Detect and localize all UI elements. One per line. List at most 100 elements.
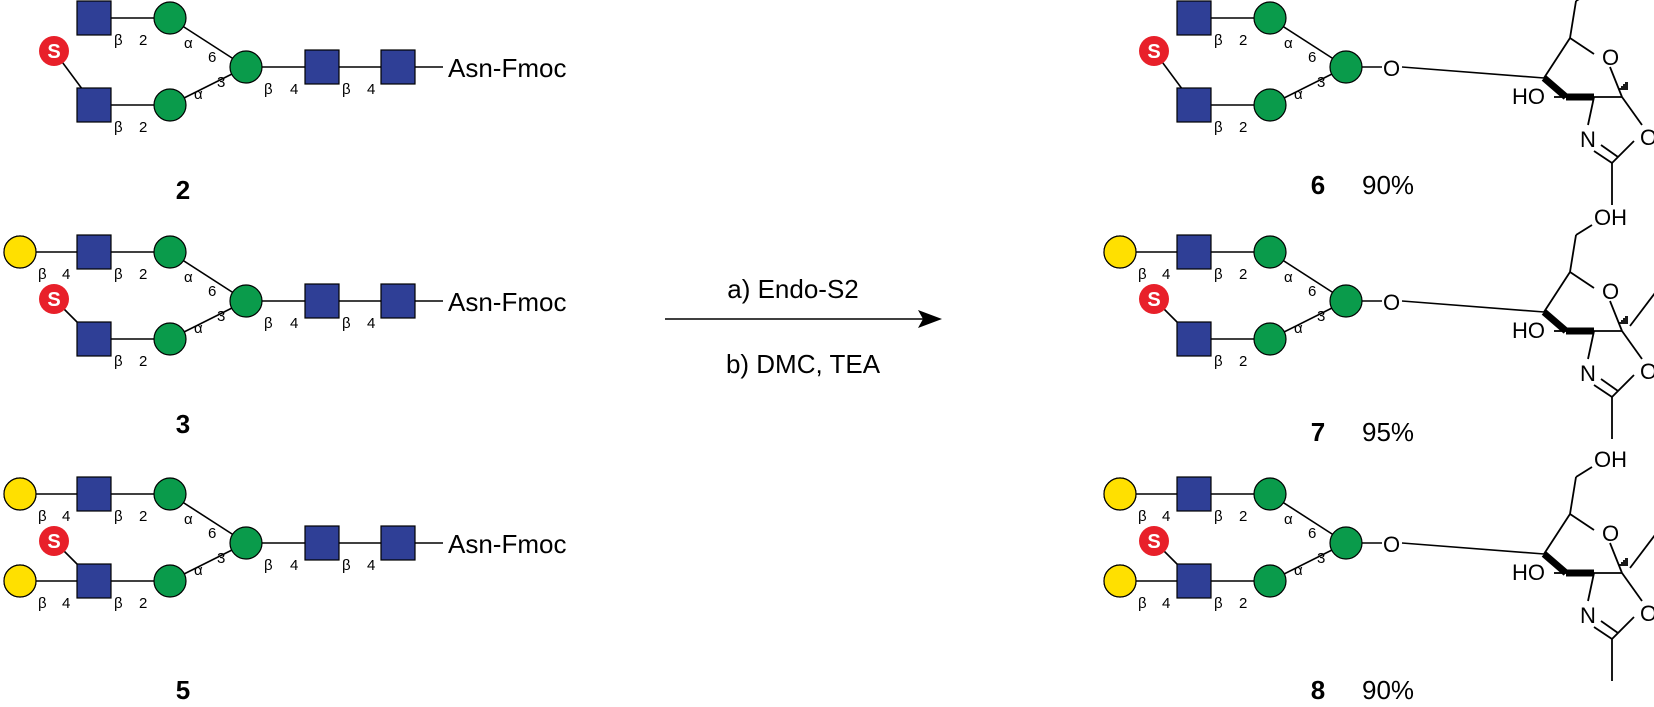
bond-line <box>1575 466 1593 478</box>
bond-line <box>1569 476 1577 515</box>
linkage-position-label: 2 <box>139 266 147 283</box>
linkage-position-label: 4 <box>367 81 375 98</box>
linkage-position-label: 2 <box>1239 32 1247 49</box>
glcnac-square-icon <box>304 283 340 319</box>
linkage-position-label: 6 <box>1308 283 1316 300</box>
mannose-circle-icon <box>153 1 187 35</box>
oxazoline-oxygen-label: O <box>1640 125 1654 150</box>
linkage-position-label: 2 <box>139 119 147 136</box>
linkage-alpha-label: α <box>1294 562 1303 579</box>
bond-line <box>1541 75 1569 100</box>
o4-atom-label: O <box>1383 290 1400 315</box>
bond-line <box>1541 551 1569 576</box>
reaction-arrow: a) Endo-S2b) DMC, TEA <box>665 274 942 379</box>
galactose-circle-icon <box>1103 564 1137 598</box>
glcnac-square-icon <box>76 563 112 599</box>
compound-number: 3 <box>176 409 190 439</box>
sialic-acid-icon <box>39 284 69 314</box>
mannose-circle-icon <box>1329 284 1363 318</box>
glcnac-square-icon <box>380 525 416 561</box>
linkage-alpha-label: α <box>184 511 193 528</box>
arrow-head-icon <box>918 310 942 328</box>
glcnac-square-icon <box>76 476 112 512</box>
linkage-alpha-label: α <box>1284 35 1293 52</box>
bond-line <box>1609 300 1623 332</box>
sialic-acid-icon <box>1139 36 1169 66</box>
sialic-acid-letter: S <box>1147 41 1160 63</box>
oxazoline-nitrogen-label: N <box>1580 603 1596 628</box>
linkage-alpha-label: α <box>184 269 193 286</box>
linkage-beta-label: β <box>114 353 123 370</box>
glcnac-square-icon <box>380 49 416 85</box>
mannose-circle-icon <box>229 50 263 84</box>
c3-hydroxyl-label: HO <box>1512 318 1545 343</box>
linkage-beta-label: β <box>114 119 123 136</box>
bond-line <box>1541 309 1569 334</box>
glcnac-square-icon <box>1176 0 1212 36</box>
linkage-beta-label: β <box>114 508 123 525</box>
bond-line <box>1611 374 1635 398</box>
bond-line <box>1609 66 1623 98</box>
mannose-circle-icon <box>153 477 187 511</box>
bond-line <box>1621 96 1643 126</box>
linkage-beta-label: β <box>264 81 273 98</box>
linkage-beta-label: β <box>1214 595 1223 612</box>
linkage-beta-label: β <box>264 315 273 332</box>
linkage-position-label: 2 <box>1239 508 1247 525</box>
linkage-position-label: 2 <box>1239 119 1247 136</box>
aglycone-label: Asn-Fmoc <box>448 287 566 317</box>
mannose-circle-icon <box>1253 88 1287 122</box>
mannose-circle-icon <box>153 322 187 356</box>
mannose-circle-icon <box>1253 477 1287 511</box>
linkage-alpha-label: α <box>1294 320 1303 337</box>
glcnac-square-icon <box>1176 87 1212 123</box>
linkage-position-label: 4 <box>1162 595 1170 612</box>
reaction-step-b: b) DMC, TEA <box>726 349 881 379</box>
compound-8-structure: β2β2α6α3β4β4SOOHOHONOR <box>1103 447 1654 681</box>
ring-oxygen-label: O <box>1602 521 1619 546</box>
oxazoline-nitrogen-label: N <box>1580 127 1596 152</box>
linkage-beta-label: β <box>1138 508 1147 525</box>
bond-line <box>1569 37 1595 55</box>
linkage-position-label: 3 <box>217 308 225 325</box>
linkage-beta-label: β <box>38 508 47 525</box>
bond-line <box>1629 534 1654 569</box>
hydroxymethyl-label: OH <box>1594 205 1627 230</box>
linkage-beta-label: β <box>1138 595 1147 612</box>
oxazoline-oxygen-label: O <box>1640 359 1654 384</box>
bond-line <box>1621 330 1643 360</box>
linkage-position-label: 3 <box>1317 550 1325 567</box>
glcnac-square-icon <box>304 49 340 85</box>
compound-yield: 90% <box>1362 675 1414 705</box>
galactose-circle-icon <box>3 477 37 511</box>
oxazoline-nitrogen-label: N <box>1580 361 1596 386</box>
sialic-acid-icon <box>1139 526 1169 556</box>
mannose-circle-icon <box>229 284 263 318</box>
compound-6-structure: β2β2α6α3SOOHOHONO <box>1139 0 1654 205</box>
compound-number: 2 <box>176 175 190 205</box>
sialic-acid-icon <box>1139 284 1169 314</box>
glcnac-square-icon <box>76 321 112 357</box>
sialic-acid-letter: S <box>1147 289 1160 311</box>
bond-line <box>1587 572 1595 602</box>
bond-line <box>1543 513 1571 555</box>
bond-line <box>1611 140 1635 164</box>
linkage-alpha-label: α <box>1284 511 1293 528</box>
linkage-position-label: 3 <box>1317 74 1325 91</box>
bond-line <box>1587 330 1595 360</box>
mannose-circle-icon <box>1253 322 1287 356</box>
linkage-position-label: 4 <box>290 557 298 574</box>
linkage-beta-label: β <box>1214 266 1223 283</box>
linkage-beta-label: β <box>1214 119 1223 136</box>
sialic-acid-letter: S <box>47 41 60 63</box>
linkage-alpha-label: α <box>194 86 203 103</box>
linkage-position-label: 6 <box>1308 49 1316 66</box>
bond-line <box>1569 0 1577 39</box>
linkage-position-label: 6 <box>208 525 216 542</box>
bond-line <box>1401 542 1545 555</box>
linkage-position-label: 4 <box>62 508 70 525</box>
linkage-position-label: 2 <box>1239 353 1247 370</box>
sialic-acid-letter: S <box>47 289 60 311</box>
